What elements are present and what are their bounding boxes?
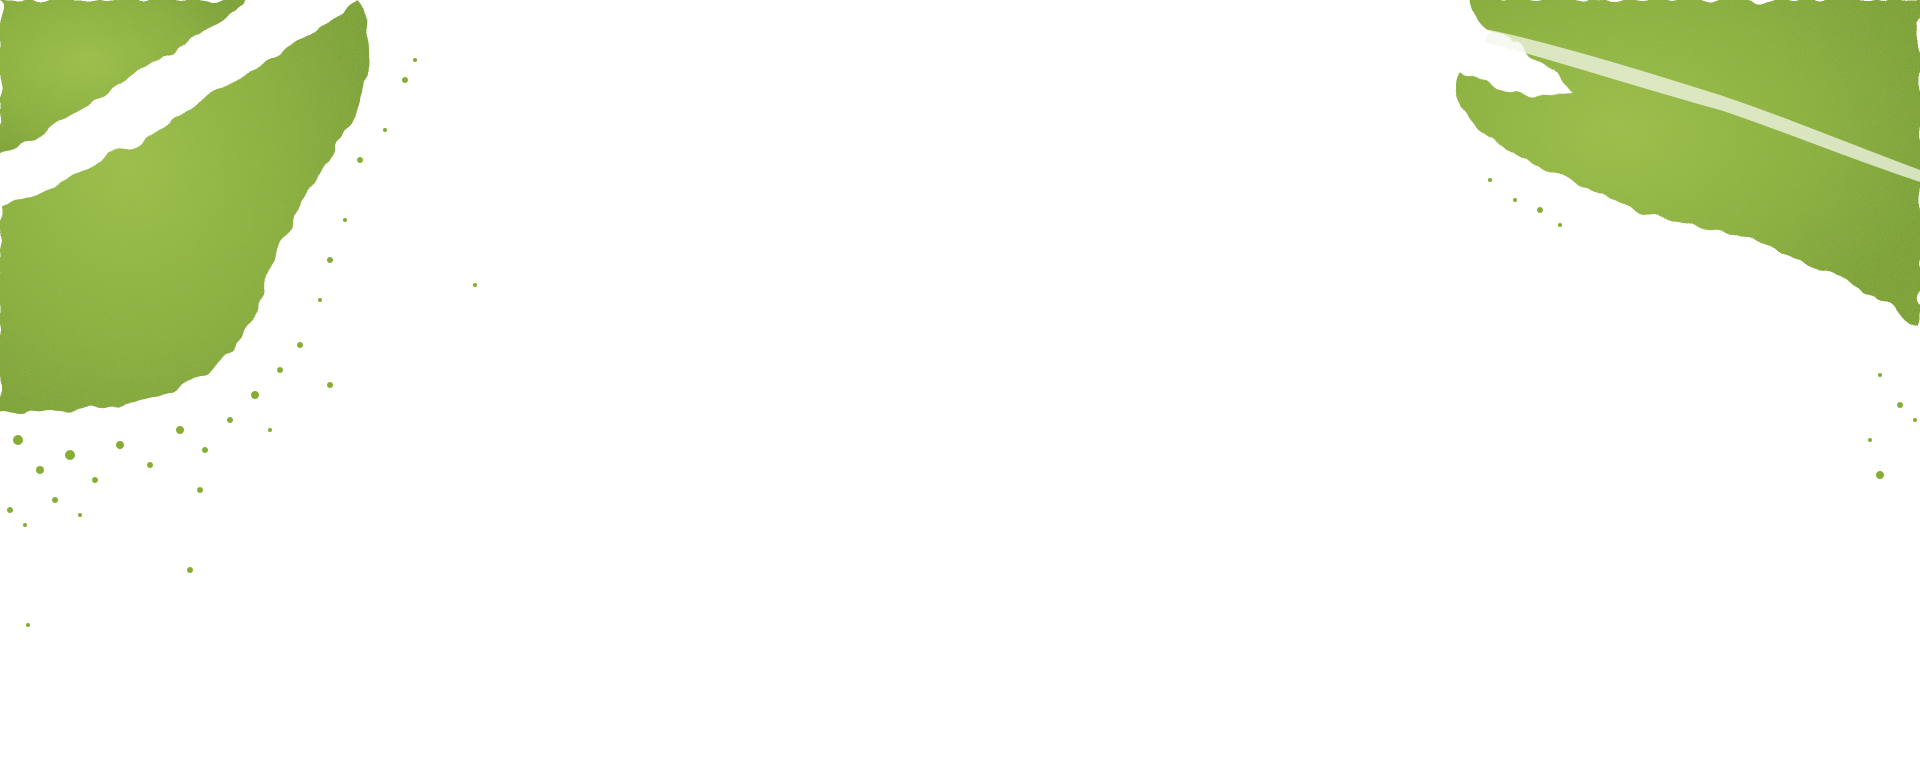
top-left-powder-streak [0, 0, 245, 155]
top-right-powder-smear [1455, 0, 1920, 325]
top-left-powder-pile [0, 0, 369, 415]
top-left-powder-specks [7, 58, 477, 627]
top-right-powder-specks [1488, 178, 1917, 479]
top-right-white-streak [1485, 30, 1920, 182]
